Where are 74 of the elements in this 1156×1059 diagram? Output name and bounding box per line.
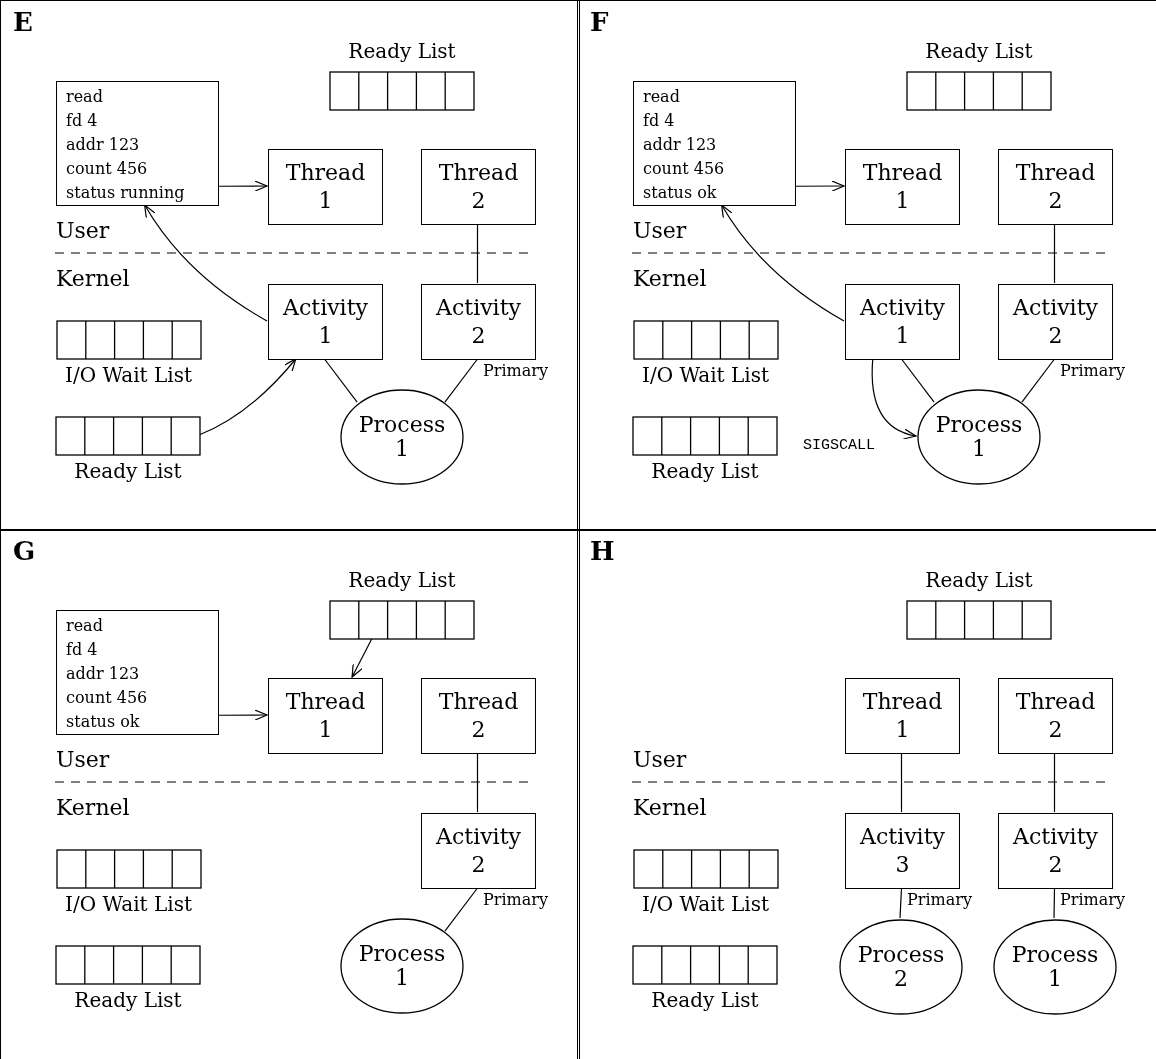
arrow: [217, 180, 268, 192]
thread-box: Thread 2: [998, 678, 1113, 754]
connector-line: [900, 358, 935, 403]
region-label: Kernel: [56, 265, 130, 293]
annotation-label: Primary: [1060, 361, 1125, 381]
annotation-label: Primary: [483, 361, 548, 381]
connector-line: [476, 223, 479, 284]
thread-box: Thread 2: [998, 149, 1113, 225]
region-label: User: [633, 746, 687, 774]
connector-line: [444, 887, 479, 932]
thread-box: Thread 2: [421, 149, 536, 225]
thread-box: Thread 1: [845, 149, 960, 225]
arrow: [871, 358, 917, 439]
queue-label: Ready List: [650, 987, 760, 1014]
thread-box: Thread 1: [845, 678, 960, 754]
annotation-label: Primary: [483, 890, 548, 910]
region-label: Kernel: [56, 794, 130, 822]
connector-line: [899, 887, 903, 919]
arrow: [217, 709, 268, 721]
connector-line: [476, 752, 479, 813]
connector-line: [444, 358, 479, 403]
thread-box: Thread 1: [268, 149, 383, 225]
connector-line: [323, 358, 358, 403]
region-label: Kernel: [633, 794, 707, 822]
process-ellipse: Process 1: [340, 918, 464, 1014]
activity-box: Activity 3: [845, 813, 960, 889]
arrow: [144, 204, 268, 322]
connector-line: [1053, 223, 1056, 284]
queue-label: Ready List: [924, 38, 1034, 65]
record-box: read fd 4 addr 123 count 456 status ok: [633, 81, 796, 206]
panel-heading: E: [13, 6, 33, 39]
panel-frame: [0, 0, 580, 531]
region-label: Kernel: [633, 265, 707, 293]
activity-box: Activity 2: [421, 284, 536, 360]
panel-heading: G: [13, 535, 36, 568]
panel-frame: [577, 0, 1156, 531]
arrow: [794, 180, 845, 192]
queue-label: I/O Wait List: [641, 362, 770, 389]
annotation-label: Primary: [1060, 890, 1125, 910]
queue-label: Ready List: [924, 567, 1034, 594]
connector-line: [900, 752, 903, 813]
panel-frame: [0, 529, 580, 1059]
connector-line: [1053, 752, 1056, 813]
record-box: read fd 4 addr 123 count 456 status ok: [56, 610, 219, 735]
region-label: User: [56, 746, 110, 774]
activity-box: Activity 1: [845, 284, 960, 360]
queue-label: I/O Wait List: [641, 891, 770, 918]
activity-box: Activity 2: [998, 813, 1113, 889]
record-box: read fd 4 addr 123 count 456 status running: [56, 81, 219, 206]
queue-label: I/O Wait List: [64, 891, 193, 918]
process-ellipse: Process 1: [917, 389, 1041, 485]
queue-label: Ready List: [650, 458, 760, 485]
queue-label: I/O Wait List: [64, 362, 193, 389]
panel-heading: F: [590, 6, 609, 39]
queue-label: Ready List: [347, 567, 457, 594]
arrow: [721, 204, 845, 322]
panel-frame: [577, 529, 1156, 1059]
queue-label: Ready List: [347, 38, 457, 65]
annotation-label: Primary: [907, 890, 972, 910]
process-ellipse: Process 2: [839, 919, 963, 1015]
process-ellipse: Process 1: [993, 919, 1117, 1015]
thread-box: Thread 1: [268, 678, 383, 754]
activity-box: Activity 1: [268, 284, 383, 360]
region-label: User: [633, 217, 687, 245]
process-ellipse: Process 1: [340, 389, 464, 485]
panel-heading: H: [590, 535, 615, 568]
activity-box: Activity 2: [421, 813, 536, 889]
queue-label: Ready List: [73, 987, 183, 1014]
region-label: User: [56, 217, 110, 245]
queue-label: Ready List: [73, 458, 183, 485]
thread-box: Thread 2: [421, 678, 536, 754]
connector-line: [1053, 887, 1056, 919]
activity-box: Activity 2: [998, 284, 1113, 360]
connector-line: [1021, 358, 1056, 403]
